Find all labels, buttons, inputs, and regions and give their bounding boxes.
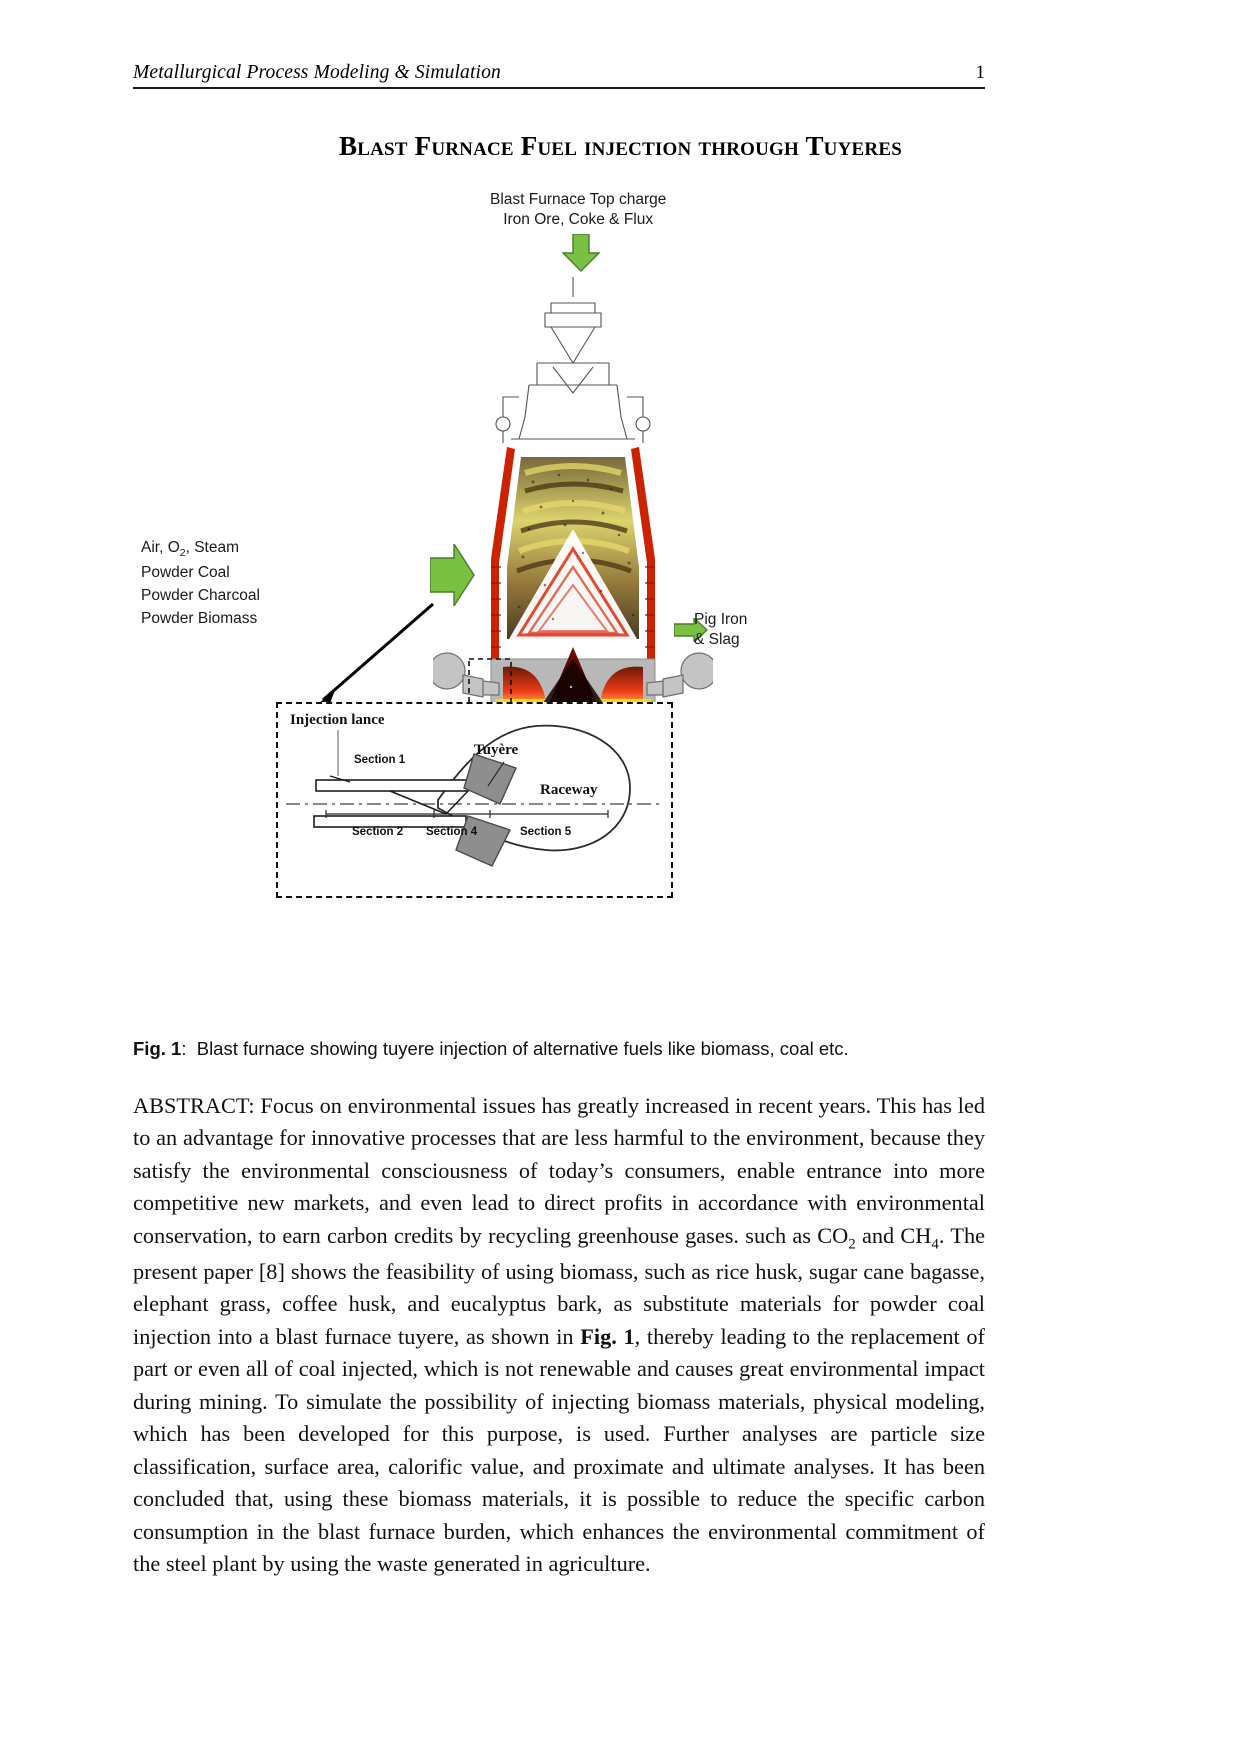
abstract-text-part-2: and CH (855, 1222, 932, 1248)
abstract-heading: ABSTRACT: (133, 1093, 255, 1118)
running-header: Metallurgical Process Modeling & Simulat… (133, 62, 985, 89)
inset-label-tuyere: Tuyère (474, 742, 519, 758)
output-label-line-1: Pig Iron (694, 611, 748, 628)
inset-label-section-1: Section 1 (354, 754, 406, 766)
callout-pointer-arrow-icon (311, 602, 434, 712)
abstract-sub-co2: 2 (848, 1236, 856, 1253)
feed-label-powder-charcoal: Powder Charcoal (141, 586, 260, 604)
figure-1: Blast Furnace Top charge Iron Ore, Coke … (133, 182, 985, 902)
figure-caption-separator: : (181, 1038, 187, 1059)
abstract-figure-reference: Fig. 1 (580, 1323, 635, 1349)
pig-iron-output-arrow-icon (674, 618, 708, 642)
feed-label-powder-biomass: Powder Biomass (141, 609, 258, 627)
header-page-number: 1 (975, 62, 986, 83)
page-title: Blast Furnace Fuel injection through Tuy… (339, 131, 902, 161)
figure-caption-text: Blast furnace showing tuyere injection o… (196, 1038, 849, 1059)
abstract-sub-ch4: 4 (931, 1236, 939, 1253)
inset-label-section-5: Section 5 (520, 826, 572, 838)
inset-label-section-4: Section 4 (426, 826, 478, 838)
output-label-line-2: & Slag (694, 631, 740, 649)
top-charge-line-2: Iron Ore, Coke & Flux (503, 211, 654, 229)
injection-feed-labels: Air, O2, Steam Powder Coal Powder Charco… (141, 537, 260, 630)
top-charge-label: Blast Furnace Top charge Iron Ore, Coke … (490, 190, 666, 230)
pig-iron-output-label: Pig Iron & Slag (694, 610, 747, 650)
feed-label-powder-coal: Powder Coal (141, 563, 230, 581)
figure-caption-label: Fig. 1 (133, 1038, 182, 1059)
top-charge-arrow-icon (562, 234, 600, 272)
inset-label-injection-lance: Injection lance (290, 712, 385, 728)
header-title: Metallurgical Process Modeling & Simulat… (133, 62, 501, 83)
inset-label-section-2: Section 2 (352, 826, 404, 838)
figure-caption: Fig. 1: Blast furnace showing tuyere inj… (133, 1038, 993, 1060)
inset-label-raceway: Raceway (540, 782, 598, 798)
abstract-text-part-3: . The present paper [8] shows the feasib… (133, 1222, 985, 1349)
tuyere-detail-inset: Injection lance Tuyère Raceway Section 1… (276, 702, 673, 898)
abstract-text-part-1: Focus on environmental issues has greatl… (133, 1093, 985, 1248)
top-charge-line-1: Blast Furnace Top charge (490, 191, 667, 208)
injection-feed-arrow-icon (430, 544, 475, 606)
abstract-paragraph: ABSTRACT: Focus on environmental issues … (133, 1090, 985, 1580)
tuyere-detail-drawing (286, 724, 663, 867)
abstract-text-part-4: , thereby leading to the replacement of … (133, 1323, 985, 1576)
feed-label-air: Air, O2, Steam (141, 539, 240, 560)
